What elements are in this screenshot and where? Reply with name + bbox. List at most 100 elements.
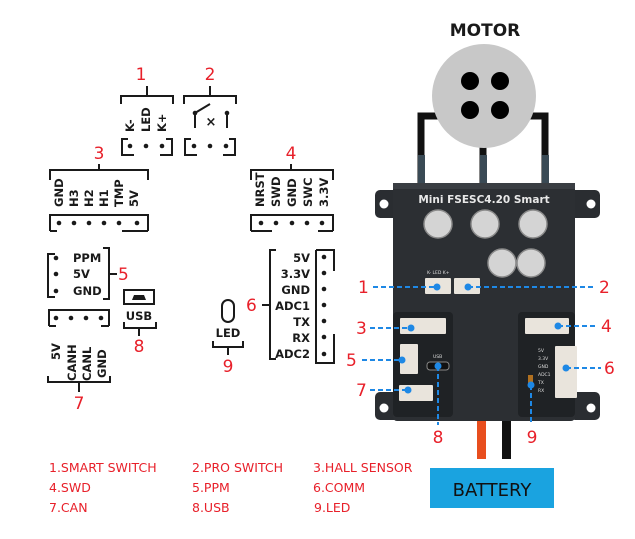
callout-7: 7	[356, 381, 367, 401]
pin-dot	[319, 220, 325, 226]
legend-item: 1.SMART SWITCH	[49, 460, 157, 475]
port-5-pin-label: GND	[73, 284, 102, 298]
silk-label: TX	[537, 380, 544, 386]
capacitor	[470, 209, 500, 239]
silk-label: K- LED K+	[427, 270, 450, 276]
wire-sleeve	[418, 155, 425, 185]
port-6-pin-label: 3.3V	[281, 267, 310, 281]
port-6-pin-label: ADC1	[275, 299, 310, 313]
callout-3: 3	[356, 319, 367, 339]
legend-item: 4.SWD	[49, 480, 91, 495]
battery-wire-negative	[502, 421, 511, 459]
legend-item: 2.PRO SWITCH	[192, 460, 283, 475]
port-7-pin-label: GND	[95, 349, 109, 378]
callout-5: 5	[346, 351, 357, 371]
pin-dot	[53, 255, 59, 261]
pin-dot	[321, 351, 327, 357]
port-3-pin-label: 5V	[127, 190, 141, 207]
port-4-bracket	[250, 164, 334, 180]
pin-dot	[191, 143, 197, 149]
port-4-pin-label: GND	[285, 178, 299, 207]
board-connector-5	[400, 344, 418, 374]
silk-label: ADC1	[538, 372, 551, 378]
pin-dot	[68, 315, 74, 321]
port-3-hall-sensor: 3 GND H3 H2 H1 TMP 5V	[49, 144, 149, 232]
legend: 1.SMART SWITCH 2.PRO SWITCH 3.HALL SENSO…	[49, 460, 413, 515]
wire-sleeve	[480, 155, 487, 185]
pin-dot	[321, 318, 327, 324]
pin-dot	[289, 220, 295, 226]
port-2-bracket	[183, 86, 237, 104]
pin-dot	[273, 220, 279, 226]
port-2-connector	[184, 138, 236, 156]
port-7-pin-label: CANL	[80, 346, 94, 381]
pin-dot	[98, 315, 104, 321]
port-7-can: 5V CANH CANL GND 7	[47, 309, 111, 414]
callouts: 1 2 3 4 5 6 7 8 9	[346, 278, 615, 448]
board-connector-6	[555, 346, 577, 398]
callout-6: 6	[604, 359, 615, 379]
callout-dot	[398, 356, 406, 364]
port-4-pin-label: SWC	[301, 178, 315, 207]
port-4-pin-label: SWD	[269, 176, 283, 207]
board-connector-3	[400, 318, 446, 334]
board-connector-7	[399, 385, 433, 401]
silk-label: USB	[433, 354, 442, 360]
pin-dot	[53, 288, 59, 294]
port-3-pin-label: H2	[82, 189, 96, 207]
pin-dot	[304, 220, 310, 226]
port-1-connector	[121, 138, 173, 156]
switch-node	[224, 110, 230, 116]
pin-dot	[53, 315, 59, 321]
port-9-led: LED 9	[212, 299, 244, 377]
legend-item: 7.CAN	[49, 500, 88, 515]
mount-hole	[379, 403, 389, 413]
port-5-pin-label: 5V	[73, 267, 90, 281]
capacitors	[423, 209, 548, 278]
port-5-bracket	[103, 247, 117, 300]
pin-dot	[159, 143, 165, 149]
port-3-connector	[49, 214, 149, 232]
port-8-usb: USB 8	[123, 289, 157, 357]
port-3-bracket	[49, 164, 149, 180]
port-1-smart-switch: 1 K- LED K+	[120, 65, 174, 156]
pin-dot	[83, 315, 89, 321]
callout-4: 4	[601, 317, 612, 337]
legend-item: 9.LED	[314, 500, 350, 515]
battery-wire-positive	[477, 421, 486, 459]
port-3-pin-label: H1	[97, 189, 111, 207]
pin-dot	[71, 220, 77, 226]
switch-symbol: ×	[206, 115, 217, 130]
port-3-pin-label: GND	[52, 178, 66, 207]
port-3-pin-label: TMP	[112, 179, 126, 207]
port-5-pin-label: PPM	[73, 251, 101, 265]
capacitor	[423, 209, 453, 239]
port-5-ppm: PPM 5V GND 5	[47, 247, 129, 300]
mount-tab	[570, 190, 600, 218]
legend-item: 5.PPM	[192, 480, 230, 495]
callout-8: 8	[433, 428, 444, 448]
usb-icon	[123, 289, 155, 305]
port-7-pin-label: CANH	[65, 344, 79, 381]
port-6-bracket	[262, 249, 276, 360]
callout-dot	[464, 283, 472, 291]
board-connector-4	[525, 318, 569, 334]
port-2-number: 2	[205, 65, 216, 85]
mount-hole	[379, 199, 389, 209]
motor: MOTOR	[417, 21, 549, 185]
pin-dot	[321, 302, 327, 308]
port-6-pin-label: RX	[292, 331, 310, 345]
motor-hole	[461, 72, 479, 90]
legend-item: 8.USB	[192, 500, 230, 515]
board-top-edge	[393, 183, 575, 189]
port-4-number: 4	[286, 144, 297, 164]
battery-box	[430, 468, 554, 508]
port-2-pro-switch: 2 ×	[183, 65, 237, 156]
callout-dot	[433, 283, 441, 291]
port-7-connector	[48, 309, 110, 327]
port-1-pin-label: K-	[123, 119, 137, 132]
callout-dot	[404, 386, 412, 394]
pin-dot	[321, 286, 327, 292]
mount-hole	[586, 403, 596, 413]
silk-label: RX	[538, 388, 544, 394]
